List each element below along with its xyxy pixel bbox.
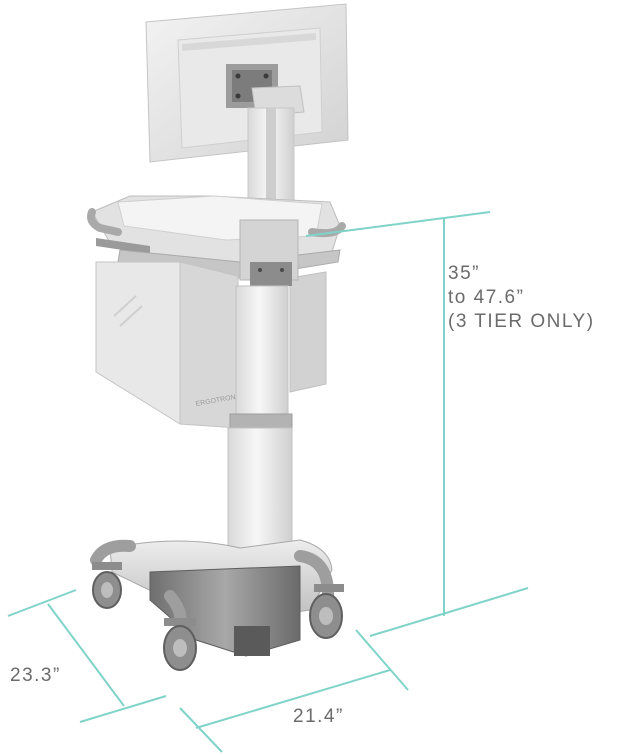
lift-column	[227, 219, 299, 561]
height-note: (3 TIER ONLY)	[448, 311, 595, 332]
height-value: 35”	[448, 263, 480, 284]
caster-rear-right	[309, 584, 344, 639]
depth-dimension-label: 23.3”	[10, 665, 61, 686]
caster-rear-left	[92, 562, 122, 609]
storage-drawer: ERGOTRON	[95, 261, 327, 429]
caster-front-left	[163, 618, 197, 671]
monitor	[145, 3, 349, 163]
height-dimension-lines	[305, 211, 529, 637]
height-range: to 47.6”	[448, 287, 525, 308]
depth-dimension-lines	[7, 589, 167, 723]
height-dimension-label: 35” to 47.6” (3 TIER ONLY)	[448, 262, 595, 334]
base	[90, 539, 335, 657]
width-dimension-label: 21.4”	[293, 706, 344, 727]
width-dimension-lines	[179, 629, 409, 753]
